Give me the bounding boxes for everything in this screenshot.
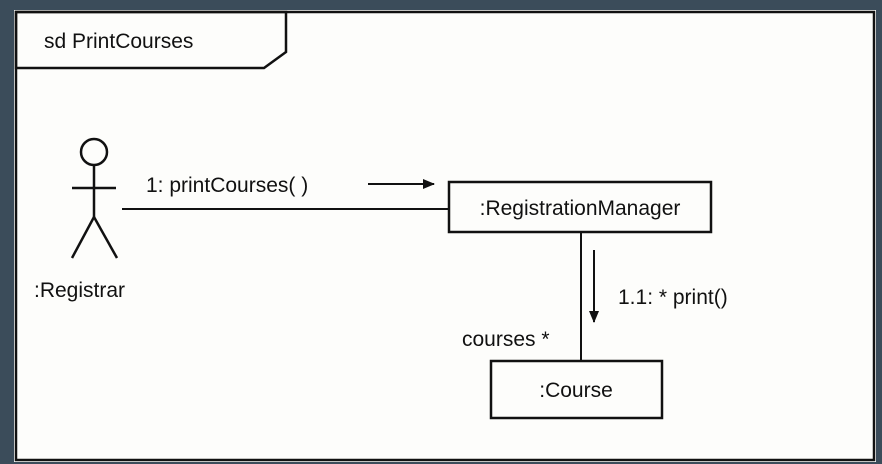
link-role-label: courses * <box>462 328 550 351</box>
message-print-courses: 1: printCourses( ) <box>146 174 308 197</box>
frame-border <box>14 10 876 462</box>
communication-diagram: sd PrintCourses :Registrar 1: printCours… <box>14 10 876 462</box>
frame-label: sd PrintCourses <box>44 30 193 53</box>
frame-label-box <box>14 10 288 70</box>
actor-label: :Registrar <box>34 279 125 302</box>
diagram-frame: sd PrintCourses :Registrar 1: printCours… <box>14 10 876 462</box>
message-print: 1.1: * print() <box>618 286 728 309</box>
object-registration-manager <box>447 180 713 234</box>
object-course-label: :Course <box>539 379 613 402</box>
object-registration-manager-label: :RegistrationManager <box>480 197 681 220</box>
object-course <box>489 359 664 420</box>
actor-registrar-icon <box>70 137 119 259</box>
